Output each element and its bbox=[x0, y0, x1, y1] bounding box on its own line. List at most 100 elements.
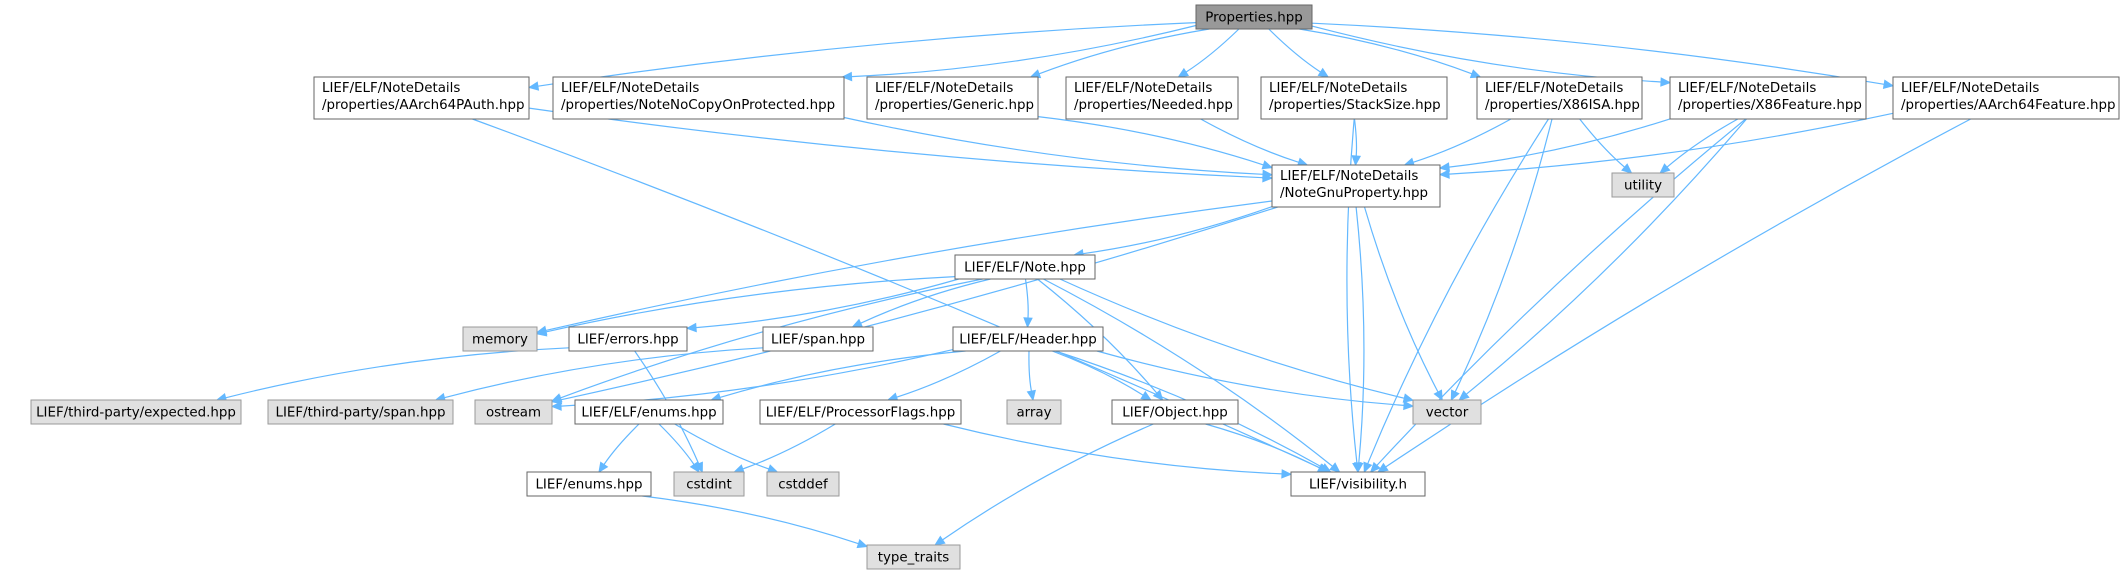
edge-x86isa_hpp-to-visibility_h bbox=[1367, 118, 1550, 464]
edge-arrowhead bbox=[1317, 67, 1330, 78]
edge-arrowhead bbox=[1261, 160, 1274, 170]
edge-x86feature_hpp-to-vector bbox=[1465, 118, 1747, 395]
edge-x86isa_hpp-to-vector bbox=[1454, 118, 1553, 393]
edge-arrowhead bbox=[841, 71, 853, 82]
edge-arrowhead bbox=[851, 318, 864, 328]
edge-arrowhead bbox=[1152, 389, 1164, 401]
edge-note_hpp-to-memory bbox=[545, 276, 956, 333]
node-enums-hpp[interactable]: LIEF/enums.hpp bbox=[526, 471, 652, 497]
edge-x86isa_hpp-to-utility bbox=[1579, 118, 1625, 168]
node-needed-hpp[interactable]: LIEF/ELF/NoteDetails/properties/Needed.h… bbox=[1065, 76, 1239, 120]
node-label: LIEF/ELF/Note.hpp bbox=[964, 261, 1086, 276]
node-x86feature-hpp[interactable]: LIEF/ELF/NoteDetails/properties/X86Featu… bbox=[1669, 76, 1867, 120]
dependency-edges bbox=[215, 22, 1971, 549]
node-notegnuproperty-hpp[interactable]: LIEF/ELF/NoteDetails/NoteGnuProperty.hpp bbox=[1271, 164, 1441, 208]
edge-processorflags_hpp-to-visibility_h bbox=[943, 423, 1283, 475]
edge-arrowhead bbox=[1621, 163, 1633, 174]
edge-generic_hpp-to-notegnuproperty_hpp bbox=[1037, 116, 1264, 166]
node-box bbox=[954, 254, 1096, 280]
edge-notegnuproperty_hpp-to-memory bbox=[545, 200, 1273, 331]
node-notenocopyonprotected-hpp[interactable]: LIEF/ELF/NoteDetails/properties/NoteNoCo… bbox=[552, 76, 845, 120]
node-object-hpp[interactable]: LIEF/Object.hpp bbox=[1111, 399, 1239, 425]
node-utility: utility bbox=[1611, 172, 1675, 198]
edge-arrowhead bbox=[1433, 389, 1443, 402]
node-box bbox=[526, 471, 652, 497]
node-label: LIEF/ELF/NoteDetails bbox=[875, 81, 1013, 96]
node-label: LIEF/errors.hpp bbox=[577, 333, 678, 348]
edge-header_hpp-to-vector bbox=[1096, 350, 1405, 406]
edge-arrowhead bbox=[1882, 79, 1895, 89]
edge-arrowhead bbox=[1438, 169, 1450, 179]
node-memory: memory bbox=[462, 326, 538, 352]
node-cstddef: cstddef bbox=[766, 471, 840, 497]
edge-properties_hpp-to-generic_hpp bbox=[1038, 28, 1210, 75]
node-type-traits: type_traits bbox=[866, 544, 961, 570]
node-header-hpp[interactable]: LIEF/ELF/Header.hpp bbox=[952, 326, 1104, 352]
edge-enums_hpp-to-type_traits bbox=[642, 495, 859, 545]
node-label: utility bbox=[1624, 179, 1662, 194]
node-box bbox=[673, 471, 745, 497]
edge-arrowhead bbox=[535, 327, 548, 337]
node-third-span-hpp: LIEF/third-party/span.hpp bbox=[267, 399, 454, 425]
node-box bbox=[1290, 471, 1426, 497]
node-box bbox=[267, 399, 454, 425]
node-processorflags-hpp[interactable]: LIEF/ELF/ProcessorFlags.hpp bbox=[759, 399, 962, 425]
edge-properties_hpp-to-aarch64pauth_hpp bbox=[537, 22, 1197, 87]
edge-header_hpp-to-elf_enums_hpp bbox=[719, 350, 966, 398]
node-label: Properties.hpp bbox=[1205, 11, 1302, 26]
node-span-hpp[interactable]: LIEF/span.hpp bbox=[762, 326, 874, 352]
node-errors-hpp[interactable]: LIEF/errors.hpp bbox=[568, 326, 688, 352]
file-nodes: Properties.hppLIEF/ELF/NoteDetails/prope… bbox=[30, 4, 2120, 570]
edge-object_hpp-to-visibility_h bbox=[1205, 423, 1320, 469]
node-box bbox=[1065, 76, 1239, 120]
edge-arrowhead bbox=[1026, 389, 1036, 402]
node-vector: vector bbox=[1412, 399, 1482, 425]
edge-header_hpp-to-processorflags_hpp bbox=[896, 350, 1001, 398]
node-label: LIEF/Object.hpp bbox=[1122, 406, 1227, 421]
node-x86isa-hpp[interactable]: LIEF/ELF/NoteDetails/properties/X86ISA.h… bbox=[1476, 76, 1643, 120]
node-box bbox=[552, 76, 845, 120]
node-aarch64feature-hpp[interactable]: LIEF/ELF/NoteDetails/properties/AArch64F… bbox=[1892, 76, 2120, 120]
node-label: LIEF/ELF/ProcessorFlags.hpp bbox=[766, 406, 956, 421]
edge-arrowhead bbox=[1402, 393, 1415, 403]
node-stacksize-hpp[interactable]: LIEF/ELF/NoteDetails/properties/StackSiz… bbox=[1260, 76, 1448, 120]
node-label: /properties/AArch64Feature.hpp bbox=[1901, 98, 2116, 113]
edge-arrowhead bbox=[1023, 317, 1033, 329]
node-label: ostream bbox=[486, 406, 541, 421]
node-label: LIEF/span.hpp bbox=[771, 333, 865, 348]
node-label: /properties/X86Feature.hpp bbox=[1678, 98, 1862, 113]
edge-arrowhead bbox=[1403, 400, 1415, 411]
edge-arrowhead bbox=[689, 461, 700, 474]
node-label: LIEF/visibility.h bbox=[1309, 478, 1407, 493]
node-box bbox=[568, 326, 688, 352]
node-label: /NoteGnuProperty.hpp bbox=[1280, 186, 1428, 201]
edge-arrowhead bbox=[1351, 155, 1362, 167]
edge-object_hpp-to-type_traits bbox=[942, 423, 1154, 541]
node-properties-hpp[interactable]: Properties.hpp bbox=[1195, 4, 1313, 30]
edge-arrowhead bbox=[856, 539, 869, 549]
node-box bbox=[1111, 399, 1239, 425]
node-label: LIEF/ELF/enums.hpp bbox=[581, 406, 716, 421]
edge-arrowhead bbox=[1363, 461, 1373, 474]
node-label: /properties/Generic.hpp bbox=[875, 98, 1034, 113]
edge-header_hpp-to-array bbox=[1028, 350, 1032, 392]
edge-elf_enums_hpp-to-cstddef bbox=[674, 423, 769, 470]
edge-arrowhead bbox=[934, 535, 946, 546]
node-elf-enums-hpp[interactable]: LIEF/ELF/enums.hpp bbox=[574, 399, 724, 425]
node-label: memory bbox=[472, 333, 528, 348]
edge-properties_hpp-to-notenocopyonprotected_hpp bbox=[851, 24, 1197, 78]
node-generic-hpp[interactable]: LIEF/ELF/NoteDetails/properties/Generic.… bbox=[866, 76, 1039, 120]
node-visibility-h[interactable]: LIEF/visibility.h bbox=[1290, 471, 1426, 497]
node-aarch64pauth-hpp[interactable]: LIEF/ELF/NoteDetails/properties/AArch64P… bbox=[313, 76, 530, 120]
edge-notegnuproperty_hpp-to-ostream bbox=[560, 206, 1278, 401]
edge-arrowhead bbox=[1329, 462, 1341, 473]
node-label: vector bbox=[1426, 406, 1469, 421]
node-label: LIEF/ELF/NoteDetails bbox=[1485, 81, 1623, 96]
node-box bbox=[1006, 399, 1062, 425]
node-note-hpp[interactable]: LIEF/ELF/Note.hpp bbox=[954, 254, 1096, 280]
node-label: type_traits bbox=[878, 551, 950, 566]
node-box bbox=[766, 471, 840, 497]
node-label: LIEF/ELF/NoteDetails bbox=[1901, 81, 2039, 96]
edge-arrowhead bbox=[1281, 469, 1293, 479]
